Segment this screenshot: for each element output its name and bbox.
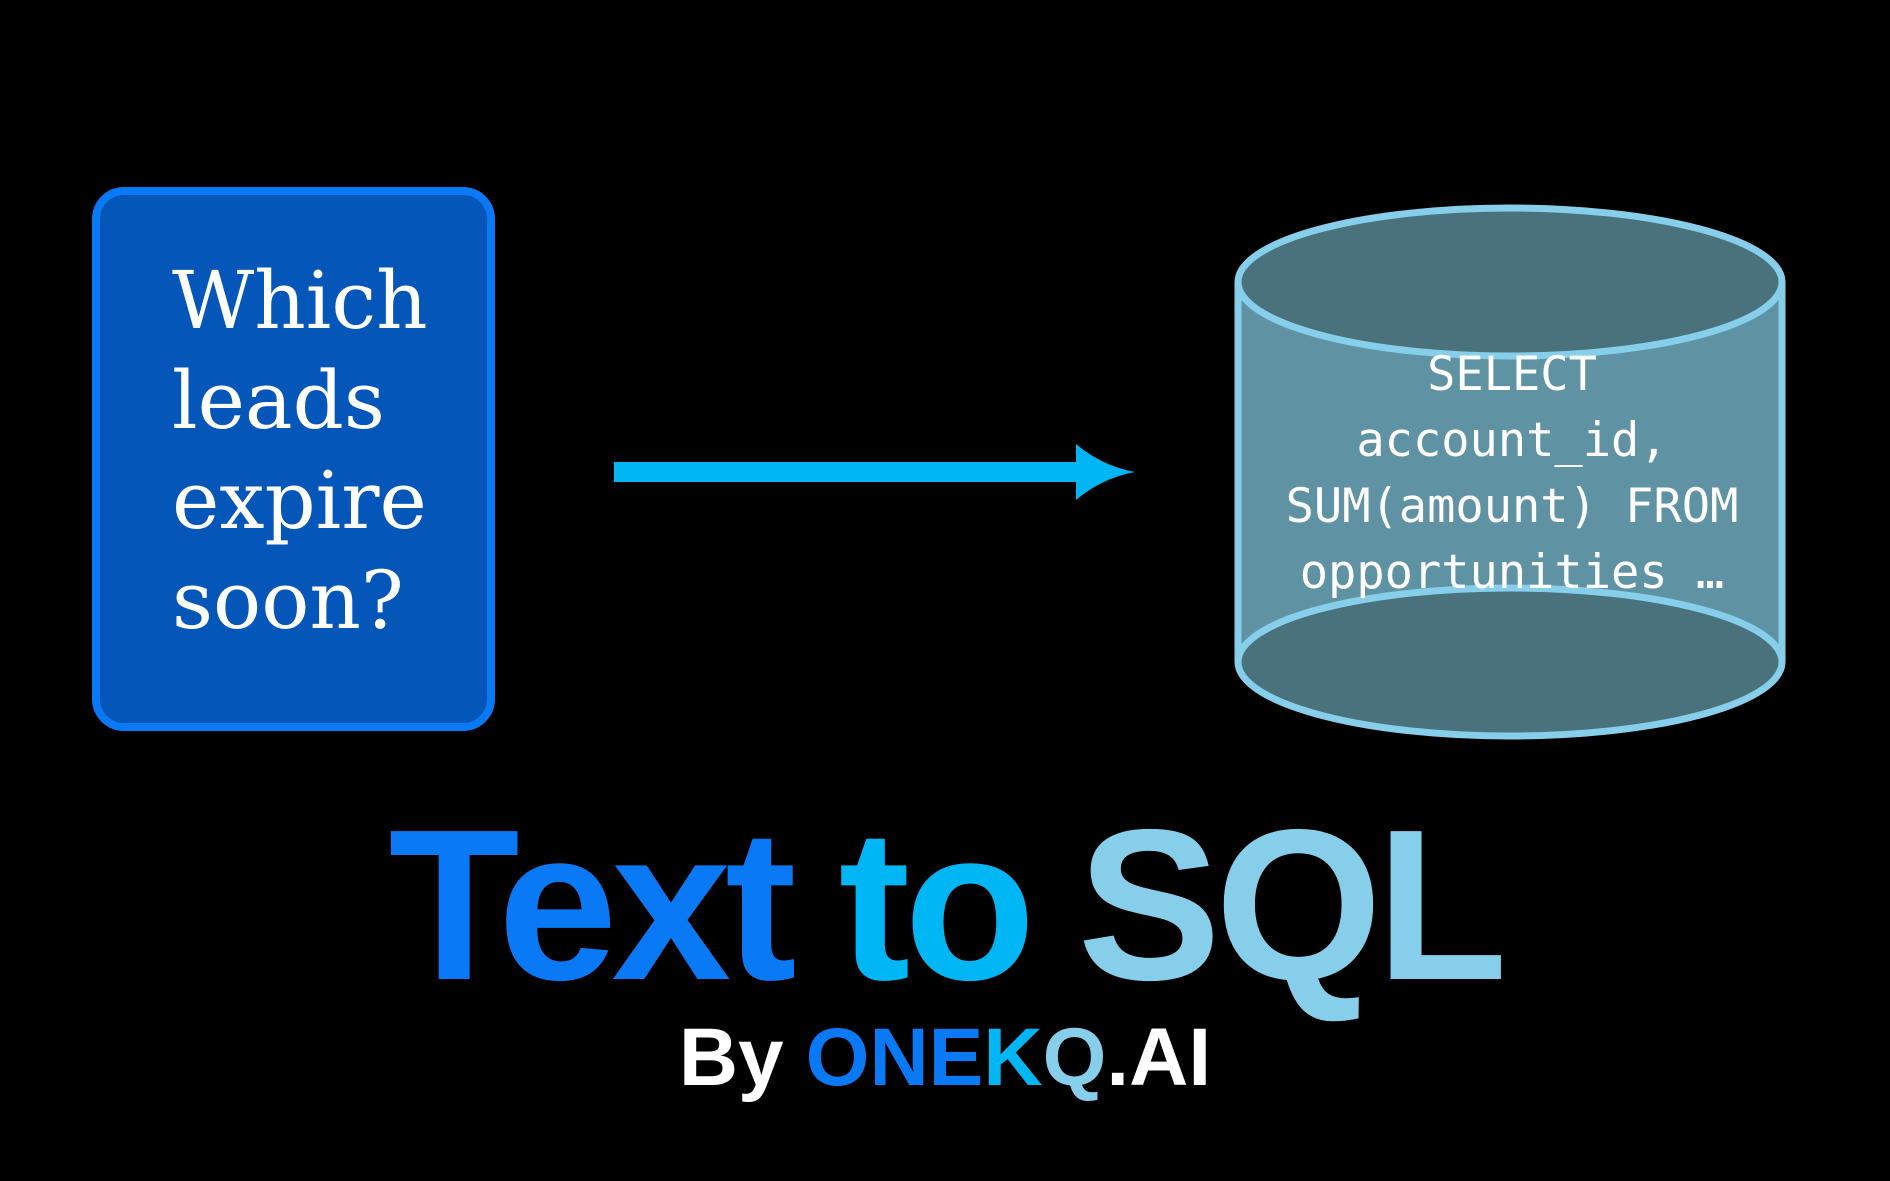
database-cylinder-icon xyxy=(1234,204,1786,740)
cylinder-top-cap xyxy=(1234,204,1786,360)
question-card: Which leads expire soon? xyxy=(92,187,495,731)
brand-suffix: .AI xyxy=(1106,1012,1212,1103)
arrow-shaft xyxy=(614,462,1084,482)
byline-by: By xyxy=(678,1012,784,1103)
brand-one: ONE xyxy=(805,1012,984,1103)
cylinder-outline xyxy=(1234,282,1786,662)
title-text-word: Text xyxy=(388,784,796,1025)
question-text: Which leads expire soon? xyxy=(172,254,428,647)
sql-query-text: SELECT account_id, SUM(amount) FROM oppo… xyxy=(1285,347,1739,600)
title-to-word: to xyxy=(838,784,1036,1025)
cylinder-bottom-cap xyxy=(1234,584,1786,740)
arrow-head xyxy=(1076,444,1135,500)
brand-q: Q xyxy=(1042,1012,1107,1103)
title-sql-word: SQL xyxy=(1077,784,1508,1025)
brand-k: K xyxy=(983,1012,1043,1103)
right-arrow-icon xyxy=(614,444,1135,500)
